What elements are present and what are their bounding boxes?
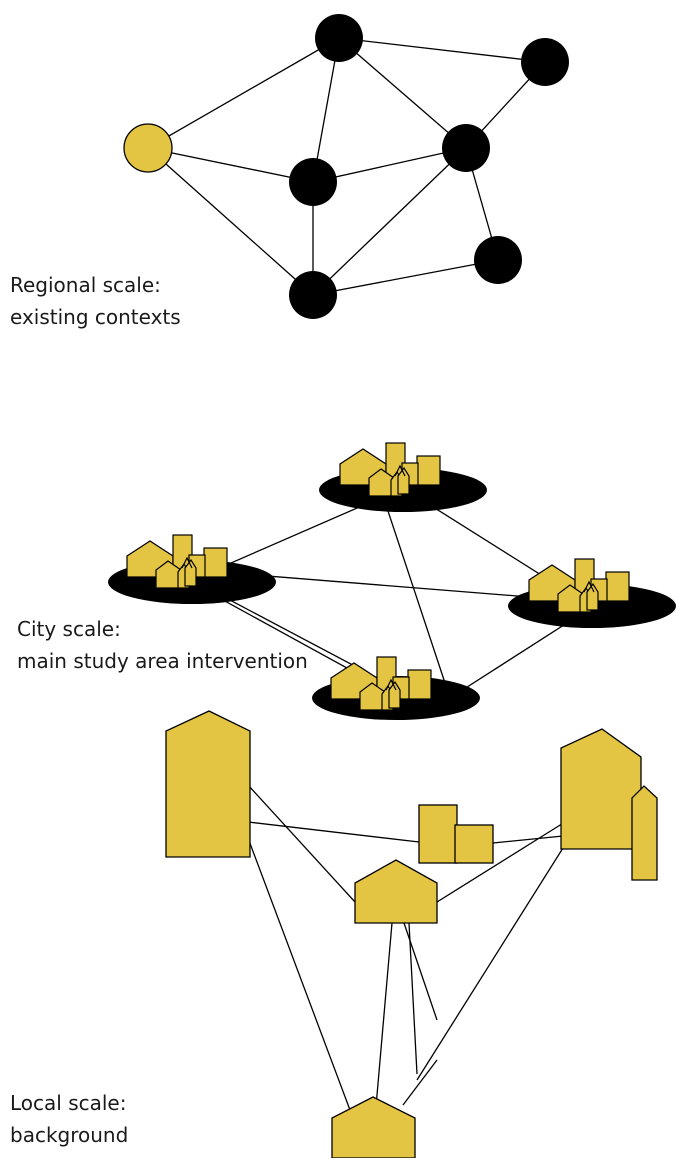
regional-scale-title: Regional scale:	[10, 273, 161, 297]
local-scale-subtitle: background	[10, 1123, 129, 1147]
local-edge	[436, 821, 566, 903]
house-icon	[354, 859, 438, 924]
house-icon	[560, 728, 642, 850]
local-edge	[402, 1059, 438, 1106]
regional-edge	[338, 37, 467, 149]
city-cluster-icon	[319, 442, 487, 512]
network-node-icon	[289, 158, 337, 206]
local-scale-title: Local scale:	[10, 1091, 127, 1115]
local-edge	[492, 835, 564, 844]
local-edge	[374, 922, 393, 1119]
local-edge	[416, 847, 564, 1081]
local-edge	[247, 784, 356, 903]
regional-scale-label: Regional scale: existing contexts	[10, 269, 181, 333]
local-edge	[403, 922, 438, 1021]
city-scale-subtitle: main study area intervention	[17, 649, 308, 673]
city-scale-label: City scale: main study area intervention	[17, 613, 308, 677]
building-icon	[418, 804, 458, 864]
city-cluster-icon	[508, 558, 676, 628]
city-edge	[385, 504, 451, 699]
city-cluster-icon	[108, 534, 276, 604]
local-nodes	[165, 710, 658, 1158]
regional-edge	[147, 37, 340, 149]
city-nodes	[108, 442, 676, 720]
network-node-icon	[315, 14, 363, 62]
regional-edge	[312, 259, 499, 296]
network-node-icon	[442, 124, 490, 172]
regional-edge	[338, 37, 546, 63]
local-network	[247, 784, 566, 1119]
local-scale-label: Local scale: background	[10, 1087, 128, 1151]
city-cluster-icon	[312, 656, 480, 720]
regional-edge	[147, 147, 314, 183]
regional-edge	[312, 37, 340, 183]
building-icon	[454, 824, 494, 864]
regional-nodes	[123, 14, 569, 319]
network-node-icon	[521, 38, 569, 86]
network-node-icon-highlighted	[123, 123, 173, 173]
local-edge	[408, 922, 418, 1075]
regional-edge	[312, 147, 467, 183]
house-icon	[631, 785, 658, 881]
house-icon	[165, 710, 251, 858]
local-edge	[247, 821, 420, 843]
local-edge	[247, 837, 351, 1111]
regional-scale-subtitle: existing contexts	[10, 305, 181, 329]
network-node-icon	[474, 236, 522, 284]
house-icon	[331, 1096, 416, 1158]
regional-edge	[312, 147, 467, 296]
network-node-icon	[289, 271, 337, 319]
city-scale-title: City scale:	[17, 617, 121, 641]
regional-edge	[147, 147, 314, 296]
